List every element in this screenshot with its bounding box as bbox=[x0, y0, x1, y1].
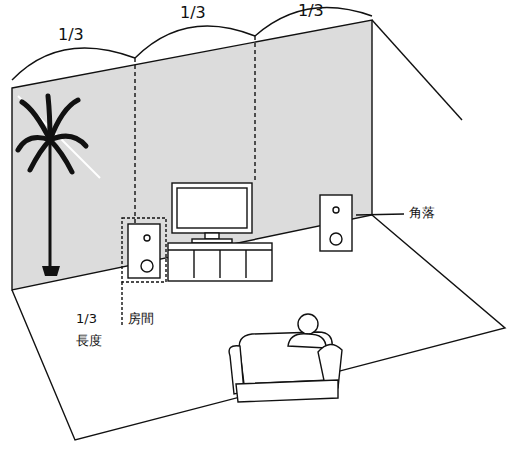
third-mark: 1/3 bbox=[58, 26, 84, 44]
sofa-viewer bbox=[229, 314, 342, 402]
room-label: 房間 bbox=[128, 312, 154, 326]
third-mark: 1/3 bbox=[298, 2, 324, 20]
speaker-left bbox=[122, 218, 166, 325]
tv-set bbox=[168, 183, 272, 281]
third-mark: 1/3 bbox=[180, 4, 206, 22]
palm-plant bbox=[18, 96, 86, 276]
corner-label: 角落 bbox=[409, 206, 435, 220]
length-label: 長度 bbox=[76, 334, 102, 348]
fraction-label: 1/3 bbox=[76, 312, 97, 326]
speaker-right bbox=[320, 195, 404, 251]
